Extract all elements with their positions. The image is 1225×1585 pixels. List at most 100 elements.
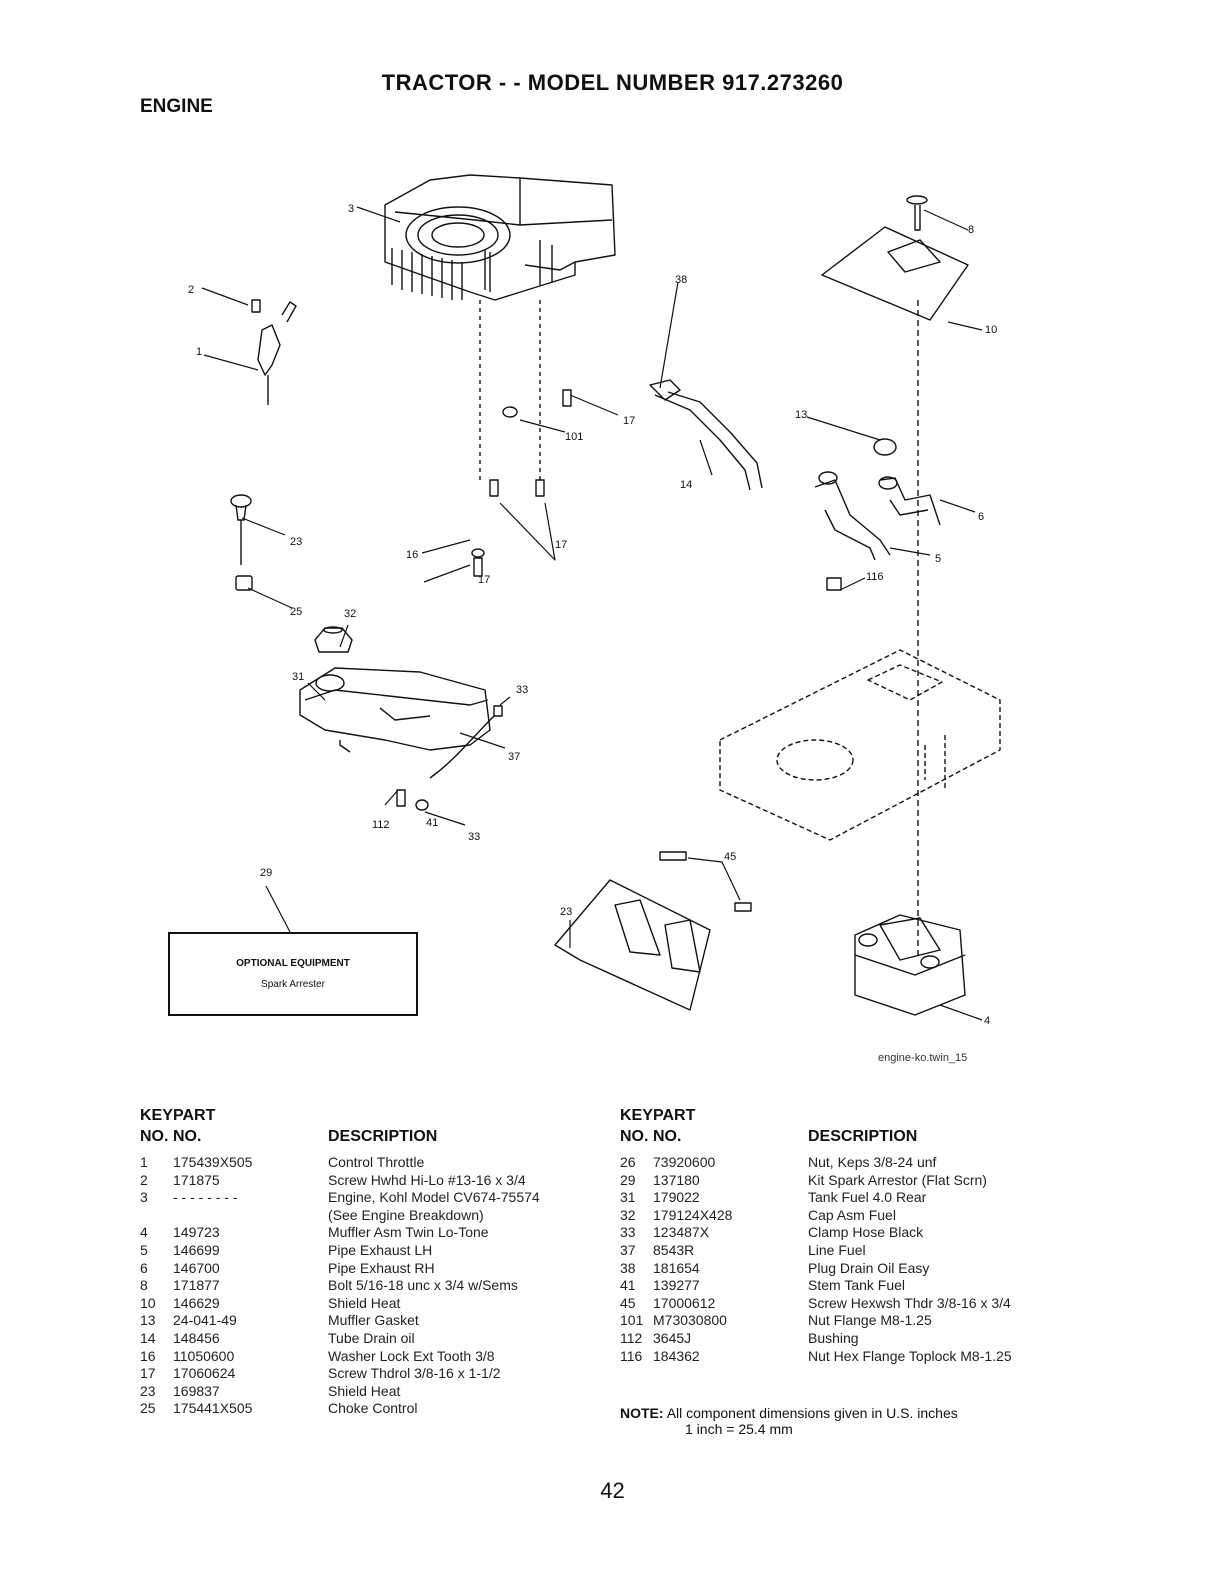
table-row: 5 146699 Pipe Exhaust LH: [140, 1242, 580, 1260]
description-cell: Bolt 5/16-18 unc x 3/4 w/Sems: [328, 1277, 518, 1294]
header-key: NO.: [140, 1128, 169, 1145]
part-number-cell: 139277: [653, 1277, 700, 1294]
key-cell: 33: [620, 1224, 636, 1241]
description-cell: Muffler Asm Twin Lo-Tone: [328, 1224, 489, 1241]
exploded-parts-diagram: 3 2 1 38 8 10 13 17 101 14 6 23 16 17 5 …: [188, 174, 1001, 1027]
table-row: 3- - - - - - - -Engine, Kohl Model CV674…: [140, 1189, 580, 1207]
key-cell: 38: [620, 1259, 636, 1276]
key-cell: 13: [140, 1312, 156, 1329]
optional-equipment-box: OPTIONAL EQUIPMENT Spark Arrester: [168, 932, 418, 1016]
key-cell: 32: [620, 1206, 636, 1223]
key-cell: 116: [620, 1347, 643, 1364]
callout-17c: 17: [478, 574, 490, 586]
page-title: TRACTOR - - MODEL NUMBER 917.273260: [381, 70, 844, 95]
part-number-cell: 184362: [653, 1347, 700, 1364]
header-key-top: KEY: [620, 1107, 653, 1124]
part-number-cell: 175441X505: [173, 1400, 253, 1417]
callout-13: 13: [795, 409, 807, 421]
description-cell: Muffler Gasket: [328, 1312, 419, 1329]
key-cell: 31: [620, 1189, 636, 1206]
key-cell: 2: [140, 1171, 148, 1188]
callout-101: 101: [565, 431, 583, 443]
key-cell: 112: [620, 1329, 643, 1346]
callout-17a: 17: [623, 415, 635, 427]
table-row: 14 148456 Tube Drain oil: [140, 1330, 580, 1348]
key-cell: 5: [140, 1241, 148, 1258]
part-number-cell: 137180: [653, 1171, 700, 1188]
optional-equipment-item: Spark Arrester: [261, 979, 325, 990]
fuel-tank-illustration: [299, 667, 491, 753]
description-cell: Tube Drain oil: [328, 1329, 415, 1346]
note-line-1: All component dimensions given in U.S. i…: [666, 1405, 958, 1421]
callout-1: 1: [196, 346, 202, 358]
header-part: NO.: [653, 1128, 682, 1145]
callout-116: 116: [866, 571, 884, 583]
callout-6: 6: [978, 511, 984, 523]
engine-bolt-top: [562, 389, 572, 407]
part-number-cell: 179022: [653, 1189, 700, 1206]
callout-10: 10: [985, 324, 997, 336]
description-cell: Stem Tank Fuel: [808, 1277, 906, 1294]
callout-8: 8: [968, 224, 974, 236]
description-cell: Line Fuel: [808, 1241, 866, 1258]
header-part: NO.: [173, 1128, 202, 1145]
callout-38: 38: [675, 274, 687, 286]
note-line-2: 1 inch = 25.4 mm: [685, 1421, 793, 1437]
throttle-control-illustration: [251, 299, 297, 405]
hexwsh-screw-bottom: [734, 902, 752, 912]
callout-41: 41: [426, 817, 438, 829]
part-number-cell: 148456: [173, 1329, 220, 1346]
flange-nut-illustration: [502, 406, 518, 418]
callout-17b: 17: [555, 539, 567, 551]
description-cell: Cap Asm Fuel: [808, 1206, 896, 1223]
note-label: NOTE:: [620, 1405, 664, 1421]
description-cell: Nut Flange M8-1.25: [808, 1312, 932, 1329]
callout-3: 3: [348, 203, 354, 215]
key-cell: 3: [140, 1189, 148, 1206]
description-cell: Washer Lock Ext Tooth 3/8: [328, 1347, 495, 1364]
part-number-cell: 146699: [173, 1241, 220, 1258]
description-cell: Control Throttle: [328, 1154, 425, 1170]
part-number-cell: 171877: [173, 1277, 220, 1294]
toplock-nut-illustration: [826, 577, 842, 591]
callout-14: 14: [680, 479, 692, 491]
key-cell: 10: [140, 1294, 156, 1311]
fuel-cap-illustration: [314, 626, 353, 653]
callout-29: 29: [260, 867, 272, 879]
engine-illustration: [384, 174, 616, 301]
part-number-cell: 123487X: [653, 1224, 710, 1241]
muffler-illustration: [854, 914, 966, 1016]
choke-control-illustration: [230, 494, 252, 565]
key-cell: 29: [620, 1171, 636, 1188]
section-heading: ENGINE: [140, 96, 213, 117]
callout-5: 5: [935, 553, 941, 565]
description-cell: Pipe Exhaust LH: [328, 1241, 433, 1258]
callout-32: 32: [344, 608, 356, 620]
optional-equipment-title: OPTIONAL EQUIPMENT: [236, 958, 350, 969]
heat-shield-top-illustration: [821, 195, 969, 321]
description-cell: Tank Fuel 4.0 Rear: [808, 1189, 927, 1206]
page-number: 42: [600, 1478, 625, 1503]
part-number-cell: 11050600: [173, 1347, 235, 1364]
callout-23b: 23: [560, 906, 572, 918]
key-cell: 23: [140, 1382, 156, 1399]
header-description: DESCRIPTION: [328, 1128, 438, 1145]
part-number-cell: [173, 1207, 328, 1225]
callout-25: 25: [290, 606, 302, 618]
part-number-cell: 3645J: [653, 1329, 692, 1346]
header-key: NO.: [620, 1128, 649, 1145]
description-cell: Clamp Hose Black: [808, 1224, 924, 1241]
key-cell: 14: [140, 1329, 156, 1346]
